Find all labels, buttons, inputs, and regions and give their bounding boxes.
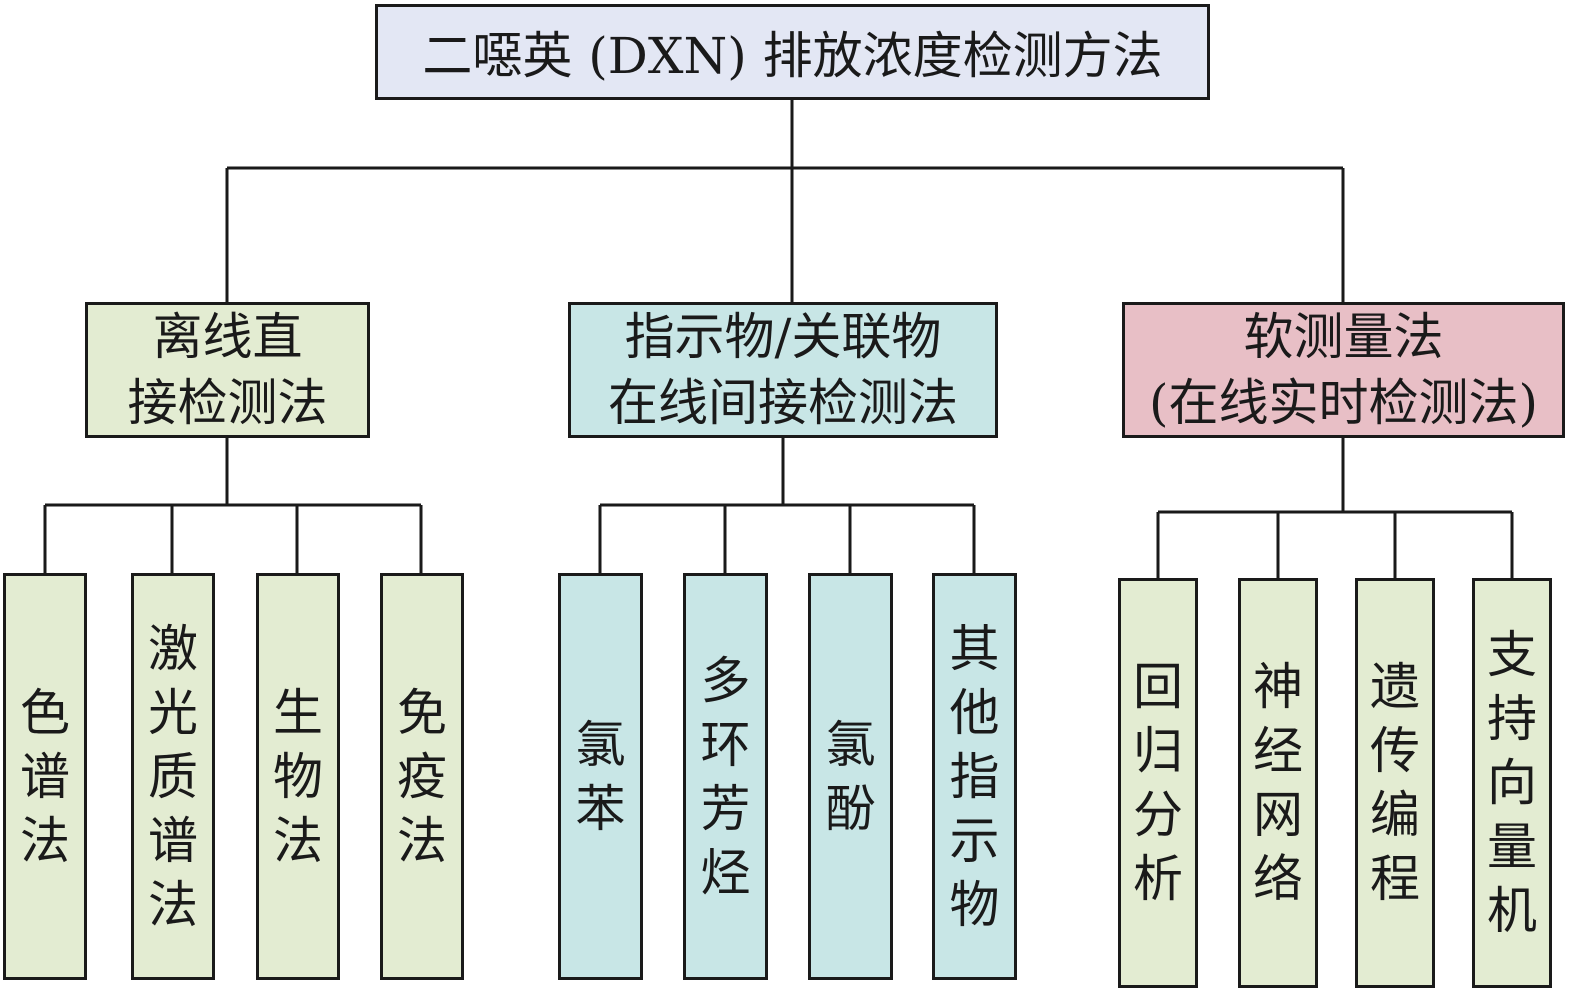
leaf-node: 回归分析	[1118, 578, 1198, 988]
branch-2-label-line1: 指示物/关联物	[624, 308, 942, 366]
leaf-node: 氯酚	[808, 573, 893, 980]
branch-node-indicator-online: 指示物/关联物 在线间接检测法	[568, 302, 998, 438]
leaf-label: 神经网络	[1253, 658, 1303, 908]
leaf-label: 多环芳烃	[700, 651, 751, 902]
leaf-node: 支持向量机	[1472, 578, 1552, 988]
leaf-node: 氯苯	[558, 573, 643, 980]
leaf-node: 免疫法	[380, 573, 464, 980]
leaf-label: 支持向量机	[1487, 626, 1537, 940]
leaf-label: 其他指示物	[949, 619, 1000, 934]
leaf-node: 色谱法	[3, 573, 87, 980]
branch-3-label-line1: 软测量法	[1243, 308, 1444, 366]
leaf-node: 激光质谱法	[131, 573, 215, 980]
branch-1-label-line2: 接检测法	[127, 374, 328, 432]
branch-2-label-line2: 在线间接检测法	[608, 374, 958, 432]
leaf-label: 免疫法	[397, 683, 447, 870]
leaf-node: 神经网络	[1238, 578, 1318, 988]
leaf-label: 生物法	[273, 683, 323, 870]
root-label: 二噁英 (DXN) 排放浓度检测方法	[422, 27, 1163, 85]
branch-node-soft-measurement: 软测量法 (在线实时检测法)	[1122, 302, 1565, 438]
branch-1-label-line1: 离线直	[152, 308, 303, 366]
leaf-label: 氯酚	[825, 715, 876, 838]
leaf-node: 生物法	[256, 573, 340, 980]
leaf-node: 其他指示物	[932, 573, 1017, 980]
branch-node-offline-direct: 离线直 接检测法	[85, 302, 370, 438]
leaf-node: 多环芳烃	[683, 573, 768, 980]
leaf-label: 氯苯	[575, 715, 626, 838]
leaf-label: 回归分析	[1133, 658, 1183, 908]
leaf-node: 遗传编程	[1355, 578, 1435, 988]
leaf-label: 遗传编程	[1370, 658, 1420, 908]
branch-3-label-line2: (在线实时检测法)	[1148, 374, 1538, 432]
leaf-label: 激光质谱法	[148, 619, 198, 934]
root-node: 二噁英 (DXN) 排放浓度检测方法	[375, 4, 1210, 100]
leaf-label: 色谱法	[20, 683, 70, 870]
